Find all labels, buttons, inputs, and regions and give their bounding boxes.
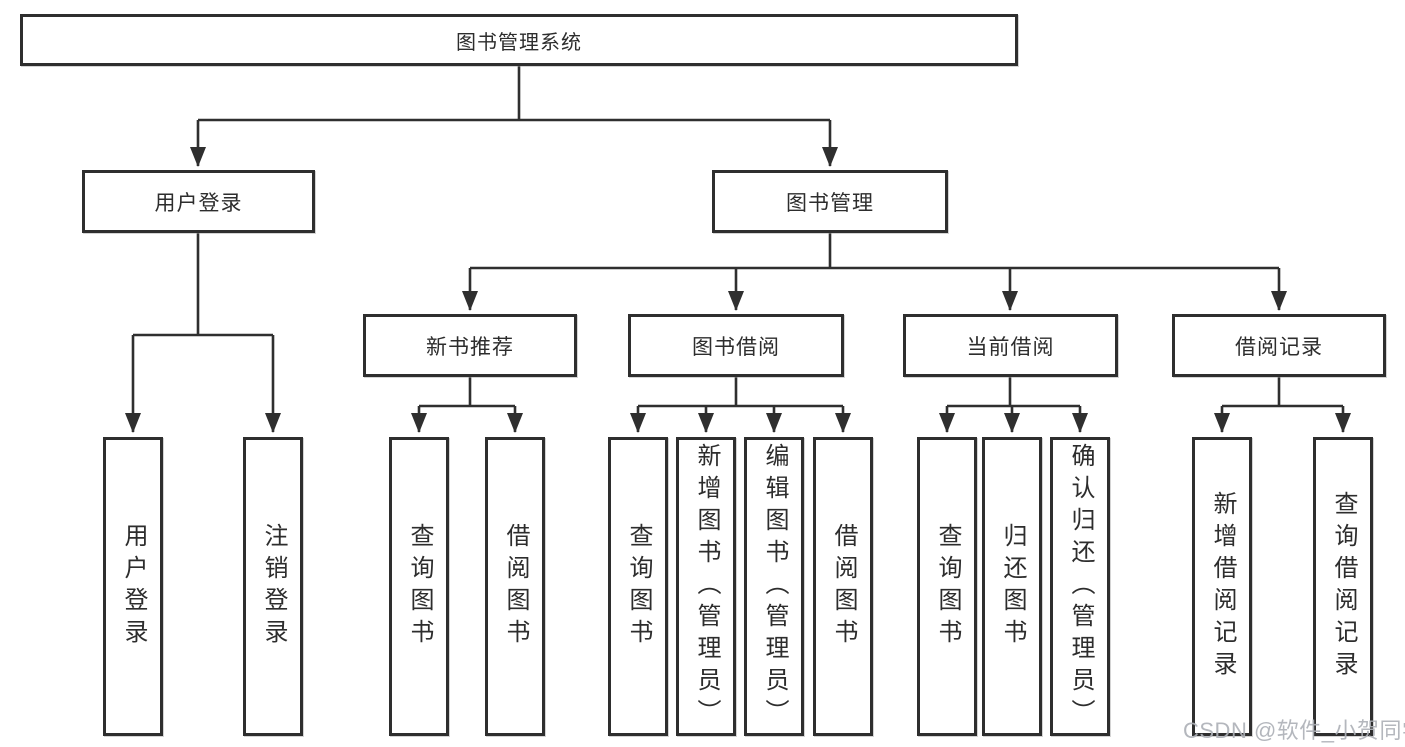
leaf-return-books: 归还图书: [982, 437, 1042, 736]
node-book-borrowing: 图书借阅: [628, 314, 844, 377]
leaf-query-books-recommend: 查询图书: [389, 437, 449, 736]
node-book-management: 图书管理: [712, 170, 948, 233]
leaf-add-books-admin: 新增图书（管理员）: [676, 437, 736, 736]
leaf-borrow-books-recommend: 借阅图书: [485, 437, 545, 736]
leaf-confirm-return-admin: 确认归还（管理员）: [1050, 437, 1110, 736]
node-root-system: 图书管理系统: [20, 14, 1018, 66]
node-current-borrowing: 当前借阅: [903, 314, 1118, 377]
leaf-query-books-current: 查询图书: [917, 437, 977, 736]
leaf-query-books-borrowing: 查询图书: [608, 437, 668, 736]
leaf-query-borrow-record: 查询借阅记录: [1313, 437, 1373, 736]
node-new-book-recommendation: 新书推荐: [363, 314, 577, 377]
node-borrowing-records: 借阅记录: [1172, 314, 1386, 377]
leaf-logout: 注销登录: [243, 437, 303, 736]
leaf-edit-books-admin: 编辑图书（管理员）: [744, 437, 804, 736]
csdn-watermark: CSDN @软件_小贺同学: [1183, 718, 1405, 743]
leaf-borrow-books-borrowing: 借阅图书: [813, 437, 873, 736]
node-user-login: 用户登录: [82, 170, 315, 233]
leaf-user-login: 用户登录: [103, 437, 163, 736]
leaf-add-borrow-record: 新增借阅记录: [1192, 437, 1252, 736]
